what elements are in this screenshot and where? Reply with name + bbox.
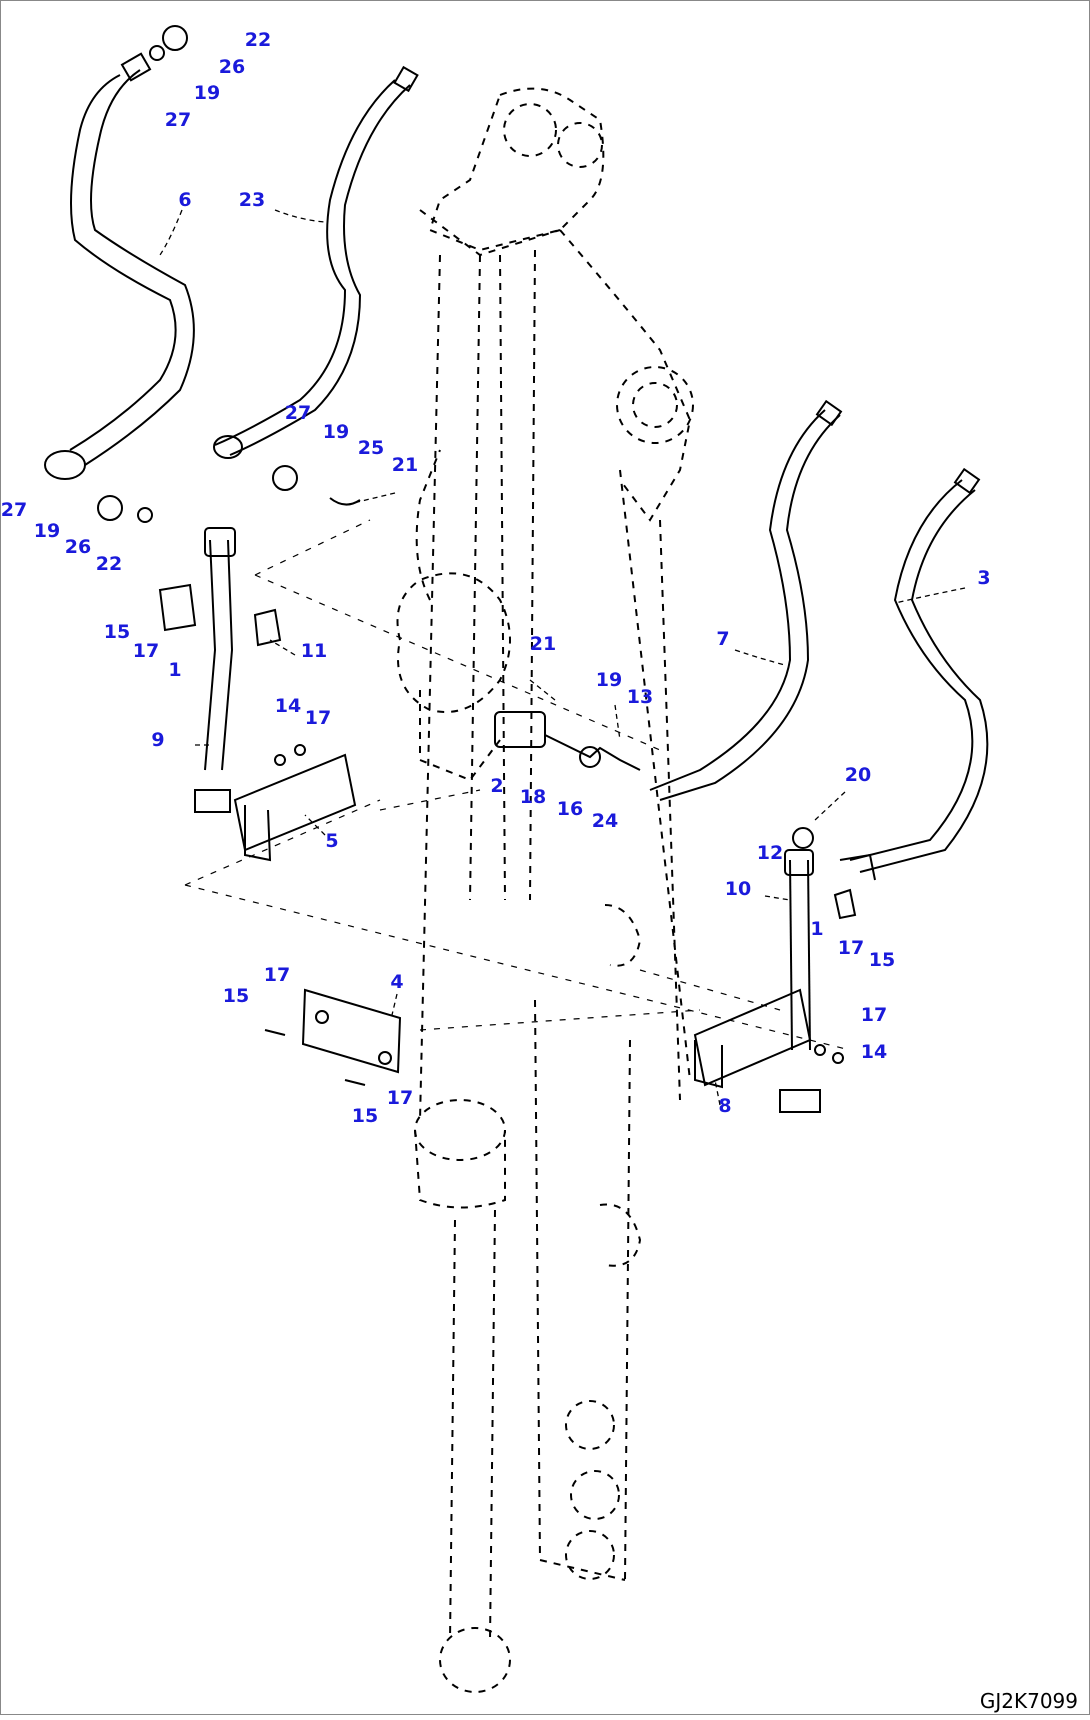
part-callout-13: 13 — [627, 686, 653, 708]
part-callout-19: 19 — [34, 520, 60, 542]
part-callout-15: 15 — [223, 985, 249, 1007]
hose-23 — [213, 65, 419, 459]
hose-6 — [44, 52, 195, 480]
hose-3 — [849, 467, 989, 873]
leader-lines — [159, 209, 966, 1106]
part-callout-15: 15 — [869, 949, 895, 971]
bracket-5 — [233, 753, 357, 862]
misc-small-parts — [97, 25, 857, 1086]
part-callout-3: 3 — [977, 567, 990, 589]
part-callout-26: 26 — [65, 536, 91, 558]
part-callout-17: 17 — [305, 707, 331, 729]
part-callout-27: 27 — [1, 499, 27, 521]
drawing-code: GJ2K7099 — [980, 1689, 1078, 1713]
part-callout-22: 22 — [96, 553, 122, 575]
part-callout-19: 19 — [323, 421, 349, 443]
tube-9 — [194, 527, 236, 813]
part-callout-19: 19 — [194, 82, 220, 104]
part-callout-17: 17 — [264, 964, 290, 986]
part-callout-6: 6 — [178, 189, 191, 211]
part-callout-27: 27 — [165, 109, 191, 131]
part-callout-27: 27 — [285, 402, 311, 424]
part-callout-7: 7 — [716, 628, 729, 650]
block-2 — [494, 711, 641, 771]
part-callout-21: 21 — [392, 454, 418, 476]
part-callout-8: 8 — [718, 1095, 731, 1117]
part-callout-1: 1 — [168, 659, 181, 681]
alignment-lines — [184, 519, 851, 1051]
part-callout-21: 21 — [530, 633, 556, 655]
part-callout-15: 15 — [352, 1105, 378, 1127]
part-callout-25: 25 — [358, 437, 384, 459]
part-callout-14: 14 — [861, 1041, 887, 1063]
part-callout-11: 11 — [301, 640, 327, 662]
part-callout-23: 23 — [239, 189, 265, 211]
part-callout-19: 19 — [596, 669, 622, 691]
tube-10 — [779, 827, 876, 1113]
part-callout-15: 15 — [104, 621, 130, 643]
part-callout-17: 17 — [387, 1087, 413, 1109]
part-callout-2: 2 — [490, 775, 503, 797]
part-callout-1: 1 — [810, 918, 823, 940]
part-callout-16: 16 — [557, 798, 583, 820]
part-callout-5: 5 — [325, 830, 338, 852]
part-callout-17: 17 — [838, 937, 864, 959]
part-callout-9: 9 — [151, 729, 164, 751]
part-callout-20: 20 — [845, 764, 871, 786]
plate-4 — [301, 988, 402, 1074]
part-callout-17: 17 — [861, 1004, 887, 1026]
part-callout-10: 10 — [725, 878, 751, 900]
part-callout-12: 12 — [757, 842, 783, 864]
part-callout-18: 18 — [520, 786, 546, 808]
part-callout-22: 22 — [245, 29, 271, 51]
hose-7 — [649, 399, 843, 801]
part-callout-26: 26 — [219, 56, 245, 78]
boom-structure — [396, 87, 694, 1693]
part-callout-4: 4 — [390, 971, 403, 993]
part-callout-17: 17 — [133, 640, 159, 662]
part-callout-24: 24 — [592, 810, 618, 832]
part-callout-14: 14 — [275, 695, 301, 717]
